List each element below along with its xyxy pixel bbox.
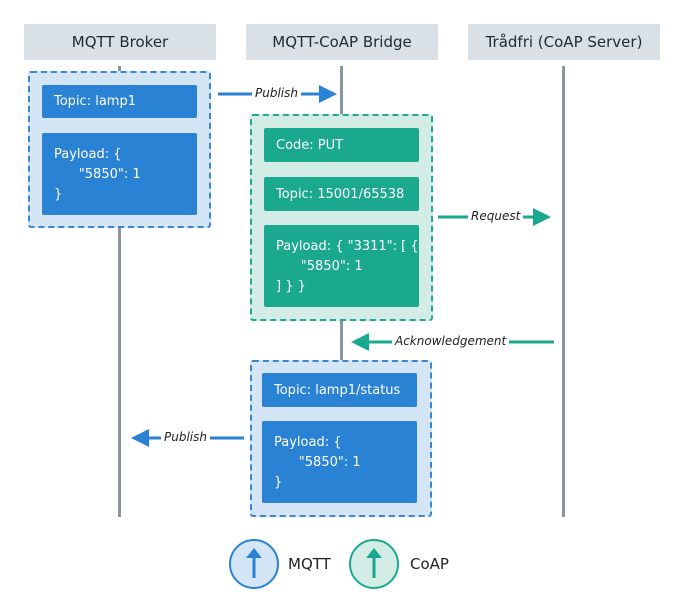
legend-coap-label: CoAP	[410, 555, 449, 573]
incoming-payload-box: Payload: { "5850": 1 }	[42, 133, 197, 215]
incoming-topic-box: Topic: lamp1	[42, 85, 197, 118]
coap-code-box: Code: PUT	[264, 128, 419, 162]
coap-topic-box: Topic: 15001/65538	[264, 177, 419, 211]
header-tradfri-coap-server: Trådfri (CoAP Server)	[468, 24, 660, 60]
acknowledgement-label: Acknowledgement	[392, 334, 510, 348]
publish-out-label: Publish	[161, 430, 210, 444]
status-payload-box: Payload: { "5850": 1 }	[262, 421, 417, 503]
coap-payload-box: Payload: { "3311": [ { "5850": 1 ] } }	[264, 225, 419, 307]
lifeline-coap-server	[562, 66, 565, 517]
publish-in-label: Publish	[252, 86, 301, 100]
request-label: Request	[468, 209, 524, 223]
header-mqtt-broker: MQTT Broker	[24, 24, 216, 60]
status-topic-box: Topic: lamp1/status	[262, 373, 417, 407]
header-mqtt-coap-bridge: MQTT-CoAP Bridge	[246, 24, 438, 60]
lifeline-mqtt-broker	[118, 66, 121, 517]
legend-mqtt-label: MQTT	[288, 555, 331, 573]
